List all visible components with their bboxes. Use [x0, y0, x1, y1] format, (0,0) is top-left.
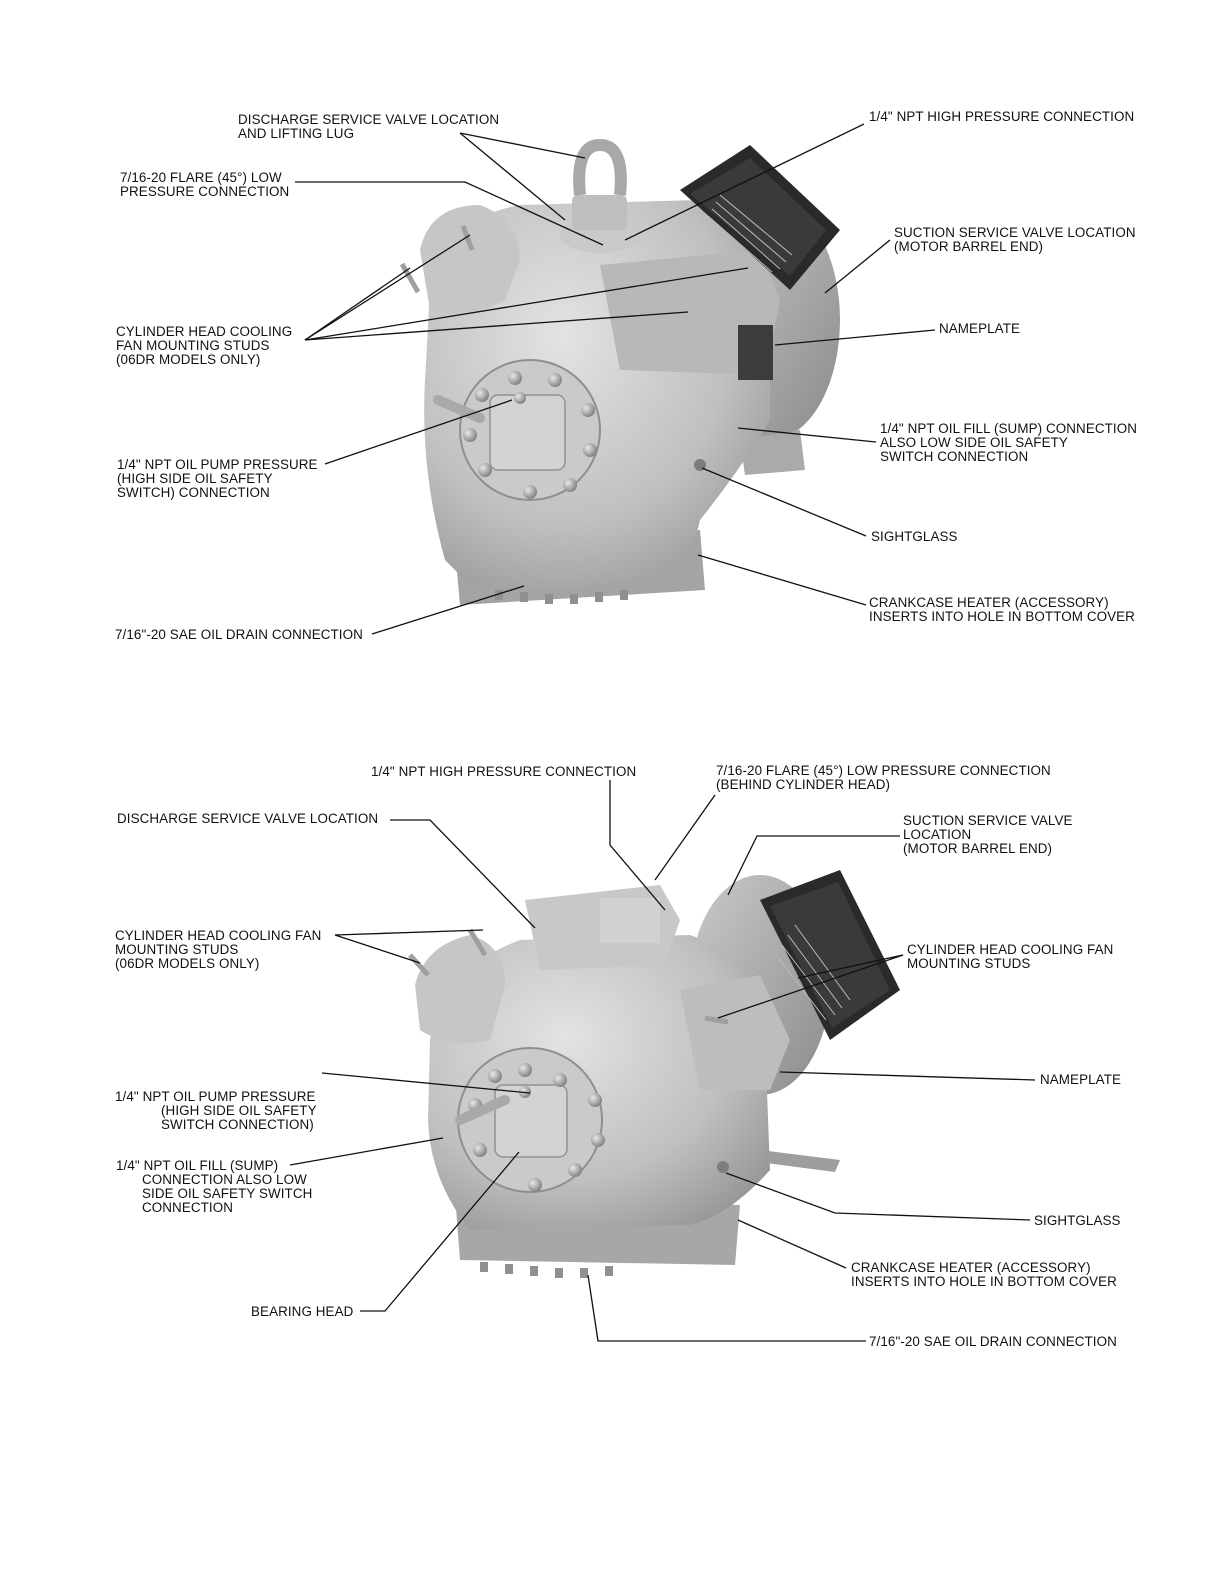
bottom-label-nameplate: NAMEPLATE — [1040, 1072, 1122, 1087]
top-label-oil-drain: 7/16"-20 SAE OIL DRAIN CONNECTION — [115, 627, 363, 642]
bottom-label-oil-drain: 7/16"-20 SAE OIL DRAIN CONNECTION — [869, 1334, 1117, 1349]
bottom-compressor-image — [408, 870, 900, 1278]
bottom-label-discharge-valve: DISCHARGE SERVICE VALVE LOCATION — [117, 811, 379, 826]
top-label-nameplate: NAMEPLATE — [939, 321, 1021, 336]
bottom-leader-lines — [289, 780, 1036, 1342]
bottom-label-oil-pump-text: 1/4" NPT OIL PUMP PRESSURE(HIGH SIDE OIL… — [115, 1090, 320, 1132]
bottom-label-oil-fill: 1/4" NPT OIL FILL (SUMP)CONNECTION ALSO … — [116, 1159, 312, 1215]
top-label-fan-studs: CYLINDER HEAD COOLING FAN MOUNTING STUDS… — [116, 324, 293, 367]
top-label-sightglass: SIGHTGLASS — [871, 529, 958, 544]
bottom-label-oil-fill-line: CONNECTION — [142, 1200, 234, 1215]
bottom-label-oil-pump-line: SWITCH CONNECTION) — [161, 1117, 314, 1132]
bottom-label-oil-pump-line: 1/4" NPT OIL PUMP PRESSURE — [115, 1089, 316, 1104]
bottom-label-high-pressure: 1/4" NPT HIGH PRESSURE CONNECTION — [371, 764, 637, 779]
bottom-label-fan-studs-left: CYLINDER HEAD COOLING FAN MOUNTING STUDS… — [115, 928, 322, 971]
top-label-crankcase-heater: CRANKCASE HEATER (ACCESSORY) INSERTS INT… — [869, 595, 1135, 624]
top-label-discharge-valve: DISCHARGE SERVICE VALVE LOCATION AND LIF… — [238, 112, 500, 141]
bottom-label-oil-fill-line: CONNECTION ALSO LOW — [142, 1172, 307, 1187]
bottom-label-flare-low-pressure: 7/16-20 FLARE (45°) LOW PRESSURE CONNECT… — [716, 763, 1051, 792]
bottom-label-sightglass: SIGHTGLASS — [1034, 1213, 1121, 1228]
bottom-label-oil-fill-line: SIDE OIL SAFETY SWITCH — [142, 1186, 313, 1201]
top-label-high-pressure: 1/4" NPT HIGH PRESSURE CONNECTION — [869, 109, 1135, 124]
bottom-label-crankcase-heater: CRANKCASE HEATER (ACCESSORY) INSERTS INT… — [851, 1260, 1117, 1289]
top-label-suction-valve: SUCTION SERVICE VALVE LOCATION (MOTOR BA… — [894, 225, 1136, 254]
top-compressor-image — [399, 138, 840, 605]
top-label-flare-low-pressure: 7/16-20 FLARE (45°) LOW PRESSURE CONNECT… — [120, 170, 290, 199]
bottom-label-suction-valve: SUCTION SERVICE VALVE LOCATION (MOTOR BA… — [903, 813, 1073, 856]
bottom-label-fan-studs-right: CYLINDER HEAD COOLING FAN MOUNTING STUDS — [907, 942, 1114, 971]
bottom-label-oil-fill-line: 1/4" NPT OIL FILL (SUMP) — [116, 1158, 279, 1173]
top-leader-lines — [295, 123, 936, 635]
top-label-oil-fill: 1/4" NPT OIL FILL (SUMP) CONNECTION ALSO… — [880, 421, 1138, 464]
bottom-label-bearing-head: BEARING HEAD — [251, 1304, 354, 1319]
top-label-oil-pump: 1/4" NPT OIL PUMP PRESSURE (HIGH SIDE OI… — [117, 457, 318, 500]
bottom-label-oil-pump-line: (HIGH SIDE OIL SAFETY — [161, 1103, 317, 1118]
bottom-label-oil-pump: 1/4" NPT OIL PUMP PRESSURE(HIGH SIDE OIL… — [115, 1062, 320, 1146]
